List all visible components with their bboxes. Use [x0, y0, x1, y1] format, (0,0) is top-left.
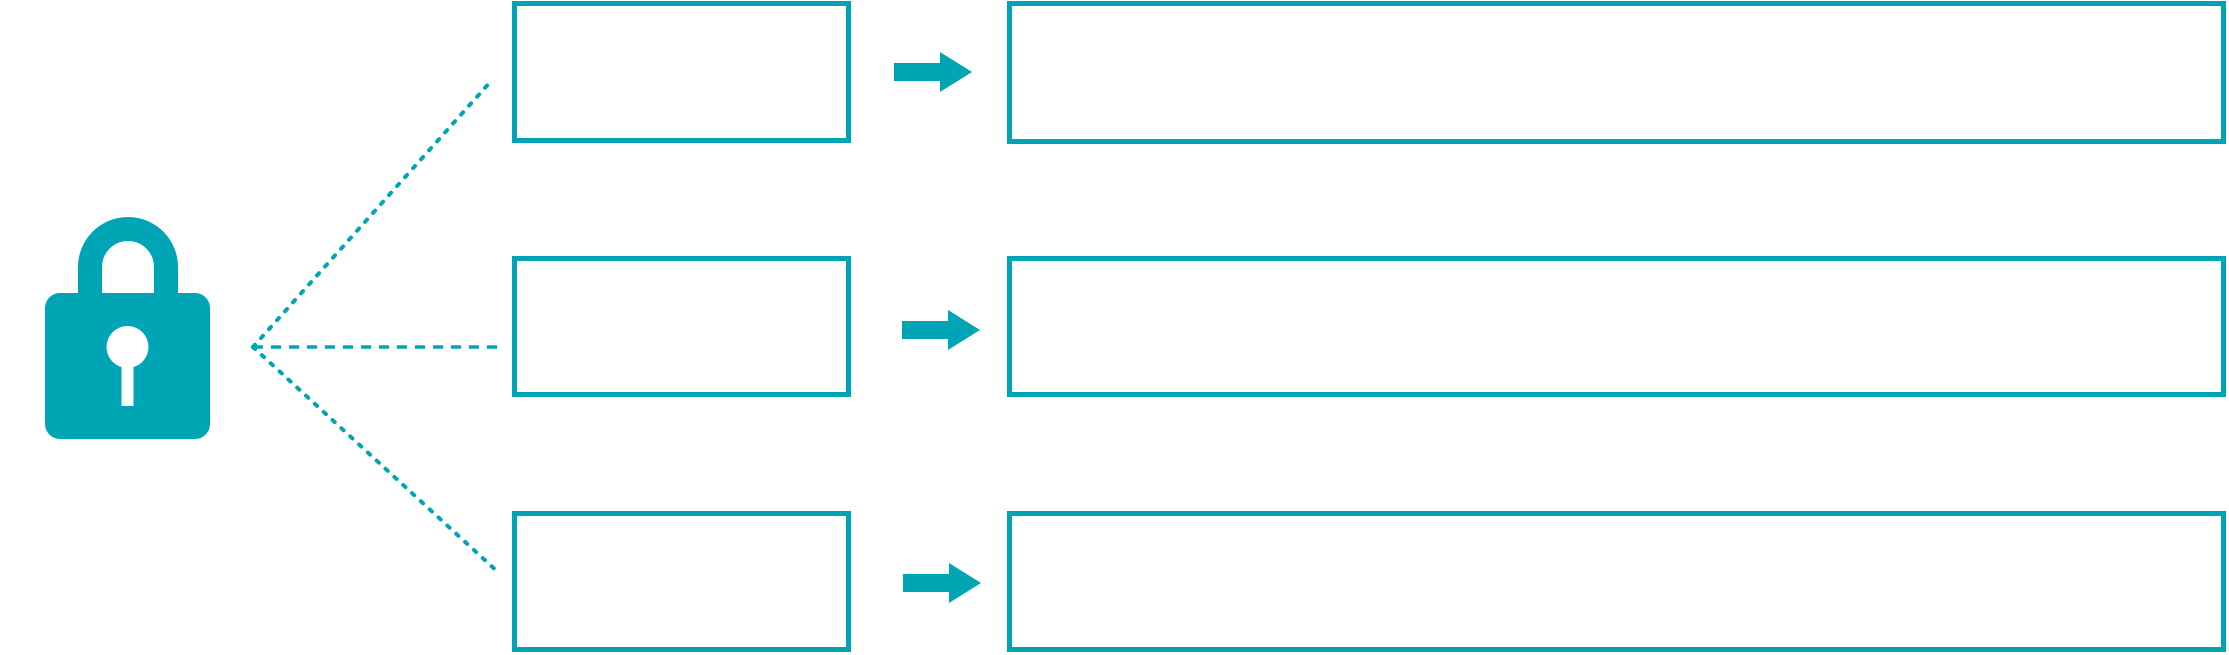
- input-box-3: [512, 511, 851, 652]
- output-box-2: [1007, 256, 2226, 397]
- dotted-line-bottom: [251, 345, 502, 576]
- dotted-line-top: [251, 78, 494, 349]
- arrow-right-icon: [894, 52, 972, 92]
- arrow-right-icon: [902, 310, 980, 350]
- output-box-3: [1007, 511, 2226, 652]
- input-box-1: [512, 1, 851, 143]
- output-box-1: [1007, 1, 2226, 144]
- arrow-right-icon: [903, 563, 981, 603]
- lock-icon: [36, 212, 216, 444]
- input-box-2: [512, 256, 851, 397]
